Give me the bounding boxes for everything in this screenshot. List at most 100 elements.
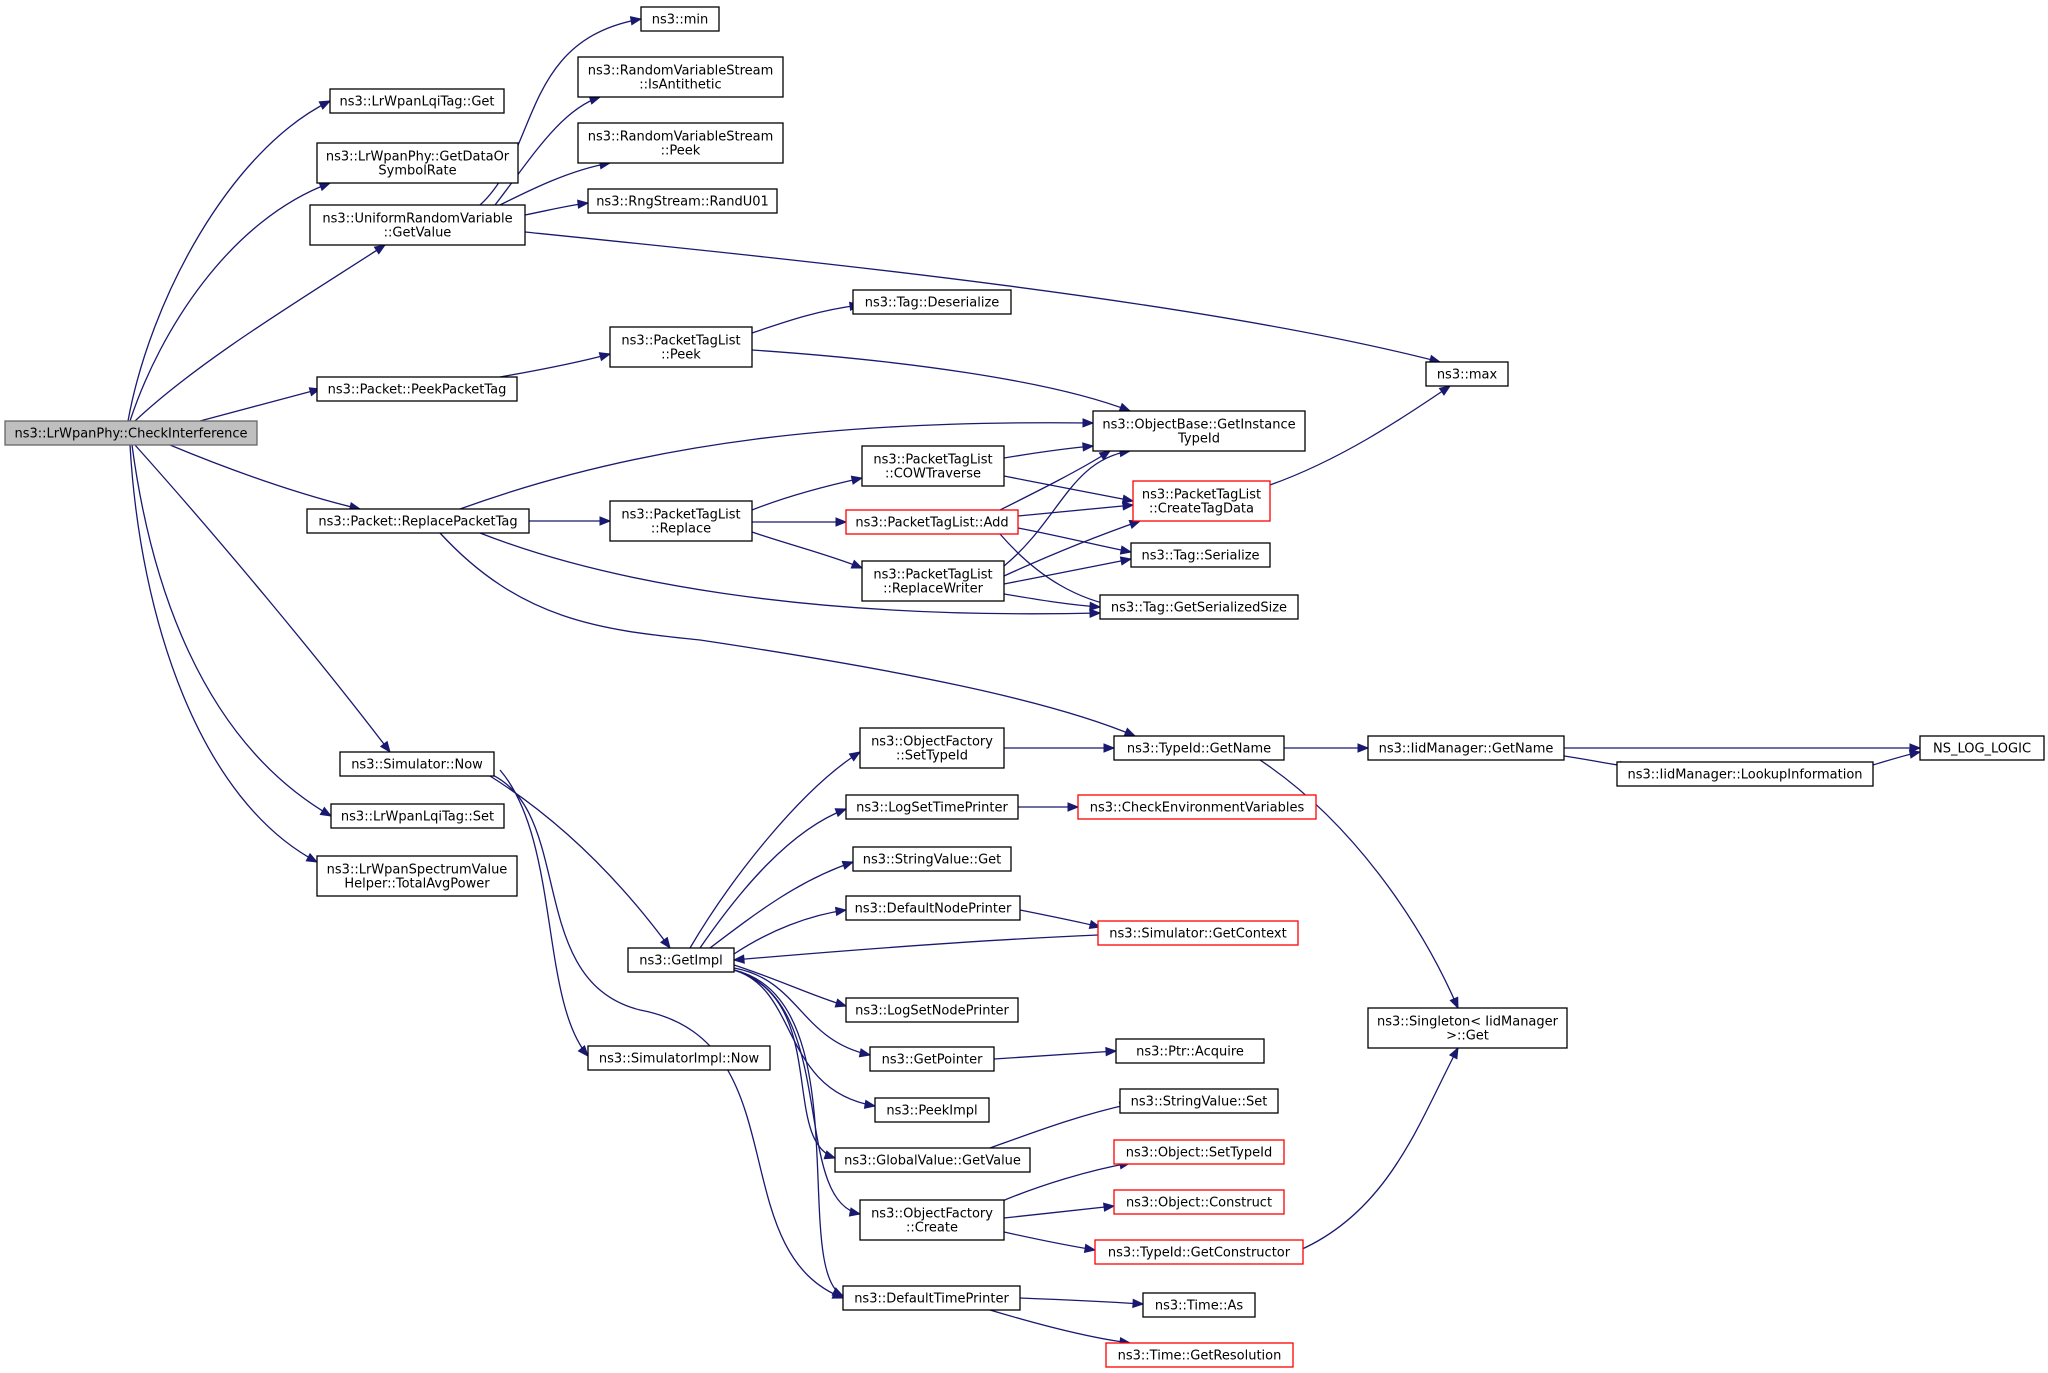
node-string-value-set[interactable]: ns3::StringValue::Set bbox=[1119, 1088, 1279, 1114]
node-get-context[interactable]: ns3::Simulator::GetContext bbox=[1097, 920, 1299, 946]
node-default-time-printer[interactable]: ns3::DefaultTimePrinter bbox=[842, 1285, 1021, 1311]
node-label: ::COWTraverse bbox=[885, 467, 981, 482]
edge-default-time-printer-to-time-as bbox=[1019, 1297, 1144, 1305]
node-replace-packet-tag[interactable]: ns3::Packet::ReplacePacketTag bbox=[306, 508, 530, 534]
node-tag-deserialize[interactable]: ns3::Tag::Deserialize bbox=[852, 289, 1012, 315]
node-ptlreplace[interactable]: ns3::PacketTagList::Replace bbox=[609, 500, 753, 542]
node-box bbox=[1919, 735, 2045, 761]
arrowhead-type-id-get-name-to-iid-get-name bbox=[1357, 743, 1370, 753]
node-obj-construct[interactable]: ns3::Object::Construct bbox=[1113, 1189, 1285, 1215]
node-box bbox=[1094, 1239, 1304, 1265]
node-time-get-resolution[interactable]: ns3::Time::GetResolution bbox=[1105, 1342, 1294, 1368]
node-rand-u01[interactable]: ns3::RngStream::RandU01 bbox=[587, 188, 778, 214]
node-get-impl[interactable]: ns3::GetImpl bbox=[627, 947, 735, 973]
node-replace-writer[interactable]: ns3::PacketTagList::ReplaceWriter bbox=[861, 560, 1005, 602]
node-box bbox=[1092, 410, 1306, 452]
node-box bbox=[587, 188, 778, 214]
edge-ptlreplace-to-replace-writer bbox=[751, 531, 863, 569]
node-peek-packet-tag[interactable]: ns3::Packet::PeekPacketTag bbox=[316, 376, 518, 402]
edge-get-context-to-get-impl bbox=[733, 934, 1099, 961]
node-default-node-printer[interactable]: ns3::DefaultNodePrinter bbox=[845, 895, 1021, 921]
node-peek-impl[interactable]: ns3::PeekImpl bbox=[874, 1097, 990, 1123]
node-tag-serialize[interactable]: ns3::Tag::Serialize bbox=[1130, 542, 1271, 568]
arrowhead-get-impl-to-default-time-printer bbox=[831, 1287, 845, 1297]
arrowhead-log-set-time-printer-to-check-env-vars bbox=[1067, 802, 1080, 812]
node-box bbox=[845, 794, 1019, 820]
node-label: ns3::GetImpl bbox=[639, 954, 723, 969]
node-label: ns3::TypeId::GetName bbox=[1127, 742, 1271, 757]
node-log-set-time-printer[interactable]: ns3::LogSetTimePrinter bbox=[845, 794, 1019, 820]
node-label: TypeId bbox=[1177, 432, 1220, 447]
node-get-constructor[interactable]: ns3::TypeId::GetConstructor bbox=[1094, 1239, 1304, 1265]
edge-get-impl-to-ofset-type-id bbox=[689, 751, 861, 949]
node-rvspeek[interactable]: ns3::RandomVariableStream::Peek bbox=[577, 122, 784, 164]
node-ptlpeek[interactable]: ns3::PacketTagList::Peek bbox=[609, 326, 753, 368]
edge-check-interference-to-lqi-tag-get bbox=[127, 100, 331, 422]
edge-get-impl-to-log-set-node-printer bbox=[733, 964, 847, 1007]
node-obj-set-type-id[interactable]: ns3::Object::SetTypeId bbox=[1113, 1139, 1285, 1165]
arrowhead-check-interference-to-simulator-now bbox=[379, 740, 391, 754]
edge-ptladd-to-get-instance-type-id bbox=[999, 450, 1111, 511]
edge-ptlpeek-to-tag-deserialize bbox=[751, 304, 861, 334]
arrowhead-replace-packet-tag-to-tag-get-serialized-size bbox=[1089, 608, 1102, 618]
node-tag-get-serialized-size[interactable]: ns3::Tag::GetSerializedSize bbox=[1099, 594, 1299, 620]
node-box bbox=[4, 420, 258, 446]
node-box bbox=[1077, 794, 1317, 820]
node-box bbox=[861, 445, 1005, 487]
edge-ptlreplace-to-cowtraverse bbox=[751, 477, 863, 511]
node-box bbox=[861, 560, 1005, 602]
node-lqi-tag-get[interactable]: ns3::LrWpanLqiTag::Get bbox=[329, 88, 505, 114]
node-box bbox=[627, 947, 735, 973]
node-gvget-value[interactable]: ns3::GlobalValue::GetValue bbox=[834, 1147, 1031, 1173]
node-box bbox=[1115, 1038, 1265, 1064]
node-create-tag-data[interactable]: ns3::PacketTagList::CreateTagData bbox=[1132, 480, 1271, 522]
node-min[interactable]: ns3::min bbox=[640, 6, 720, 32]
node-string-value-get[interactable]: ns3::StringValue::Get bbox=[852, 846, 1012, 872]
node-label: ns3::ObjectFactory bbox=[871, 735, 993, 750]
node-label: ::ReplaceWriter bbox=[883, 582, 984, 597]
node-urvget-value[interactable]: ns3::UniformRandomVariable::GetValue bbox=[309, 204, 526, 246]
node-check-interference[interactable]: ns3::LrWpanPhy::CheckInterference bbox=[4, 420, 258, 446]
node-ptladd[interactable]: ns3::PacketTagList::Add bbox=[845, 509, 1019, 535]
node-sim-impl-now[interactable]: ns3::SimulatorImpl::Now bbox=[587, 1045, 771, 1071]
node-check-env-vars[interactable]: ns3::CheckEnvironmentVariables bbox=[1077, 794, 1317, 820]
node-max[interactable]: ns3::max bbox=[1425, 361, 1509, 387]
arrowhead-get-impl-to-default-node-printer bbox=[834, 906, 848, 917]
node-singleton-get[interactable]: ns3::Singleton< IidManager>::Get bbox=[1367, 1007, 1568, 1049]
node-ofcreate[interactable]: ns3::ObjectFactory::Create bbox=[859, 1199, 1005, 1241]
node-box bbox=[1616, 761, 1874, 787]
node-type-id-get-name[interactable]: ns3::TypeId::GetName bbox=[1113, 735, 1285, 761]
node-label: ns3::LrWpanPhy::CheckInterference bbox=[14, 427, 247, 442]
node-cowtraverse[interactable]: ns3::PacketTagList::COWTraverse bbox=[861, 445, 1005, 487]
node-lqi-tag-set[interactable]: ns3::LrWpanLqiTag::Set bbox=[330, 803, 505, 829]
edge-check-interference-to-replace-packet-tag bbox=[169, 444, 361, 510]
node-total-avg-power[interactable]: ns3::LrWpanSpectrumValueHelper::TotalAvg… bbox=[316, 855, 518, 897]
node-label: ns3::Time::As bbox=[1155, 1299, 1244, 1314]
node-is-antithetic[interactable]: ns3::RandomVariableStream::IsAntithetic bbox=[577, 56, 784, 98]
node-get-pointer[interactable]: ns3::GetPointer bbox=[869, 1046, 995, 1072]
edge-replace-writer-to-tag-get-serialized-size bbox=[1003, 593, 1101, 608]
node-simulator-now[interactable]: ns3::Simulator::Now bbox=[339, 751, 495, 777]
node-log-set-node-printer[interactable]: ns3::LogSetNodePrinter bbox=[845, 997, 1019, 1023]
arrowhead-ofcreate-to-get-constructor bbox=[1083, 1243, 1097, 1254]
edge-check-interference-to-peek-packet-tag bbox=[199, 388, 321, 422]
node-label: ns3::Tag::GetSerializedSize bbox=[1111, 601, 1287, 616]
node-box bbox=[1130, 542, 1271, 568]
node-label: ns3::PacketTagList bbox=[1142, 488, 1261, 503]
node-box bbox=[852, 846, 1012, 872]
edge-replace-writer-to-get-instance-type-id bbox=[1003, 450, 1131, 567]
node-time-as[interactable]: ns3::Time::As bbox=[1142, 1292, 1256, 1318]
node-ptr-acquire[interactable]: ns3::Ptr::Acquire bbox=[1115, 1038, 1265, 1064]
node-box bbox=[306, 508, 530, 534]
arrowhead-ptladd-to-tag-serialize bbox=[1119, 545, 1133, 555]
arrowhead-replace-packet-tag-to-ptlreplace bbox=[599, 516, 612, 526]
node-nslog-logic[interactable]: NS_LOG_LOGIC bbox=[1919, 735, 2045, 761]
node-label: ns3::Packet::ReplacePacketTag bbox=[318, 515, 517, 530]
node-ofset-type-id[interactable]: ns3::ObjectFactory::SetTypeId bbox=[859, 727, 1005, 769]
node-box bbox=[1113, 1139, 1285, 1165]
edge-check-interference-to-total-avg-power bbox=[129, 444, 318, 863]
node-lookup-information[interactable]: ns3::IidManager::LookupInformation bbox=[1616, 761, 1874, 787]
node-iid-get-name[interactable]: ns3::IidManager::GetName bbox=[1367, 735, 1565, 761]
